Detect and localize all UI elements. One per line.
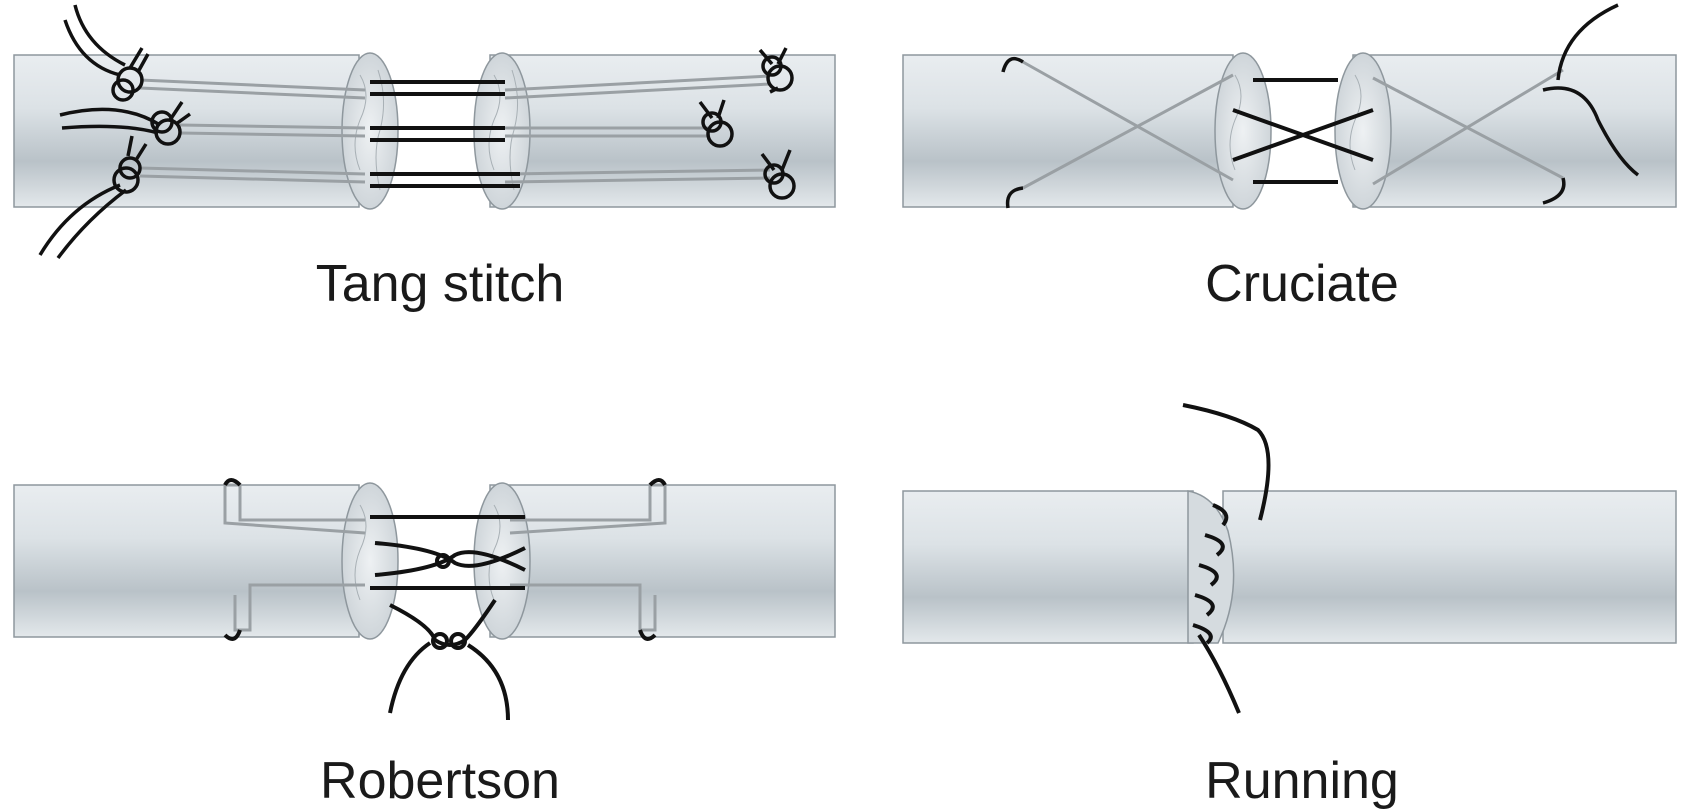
panel-cruciate: Cruciate [843,0,1686,405]
tendon-left-stump [13,52,399,210]
robertson-crossing-sutures [223,478,667,721]
internal-suture-strands [1022,60,1564,190]
cruciate-drawing [902,3,1677,210]
internal-suture-strands [139,74,771,184]
tang-stitch-drawing [13,4,836,260]
caption-cruciate: Cruciate [1205,255,1399,313]
internal-suture-strands [223,483,667,632]
caption-tang-stitch: Tang stitch [315,255,565,313]
panel-running: Running [843,403,1686,810]
tendon-right-stump [473,482,836,640]
caption-running: Running [1205,752,1399,810]
running-drawing [902,403,1677,714]
cruciate-crossing-sutures [1232,78,1374,184]
panel-tang-stitch: Tang stitch [0,0,843,405]
suture-ends [1001,3,1640,209]
tendon-left-stump [902,52,1272,210]
tendon-right-stump [1334,52,1677,210]
panel-robertson: Robertson [0,405,843,810]
gap-crossing-sutures [370,80,520,188]
caption-robertson: Robertson [320,752,560,810]
robertson-drawing [13,478,836,721]
tendon-joined [902,490,1677,644]
suture-knots [38,4,796,260]
tendon-left-stump [13,482,399,640]
tendon-right-stump [473,52,836,210]
running-suture [1182,403,1271,714]
